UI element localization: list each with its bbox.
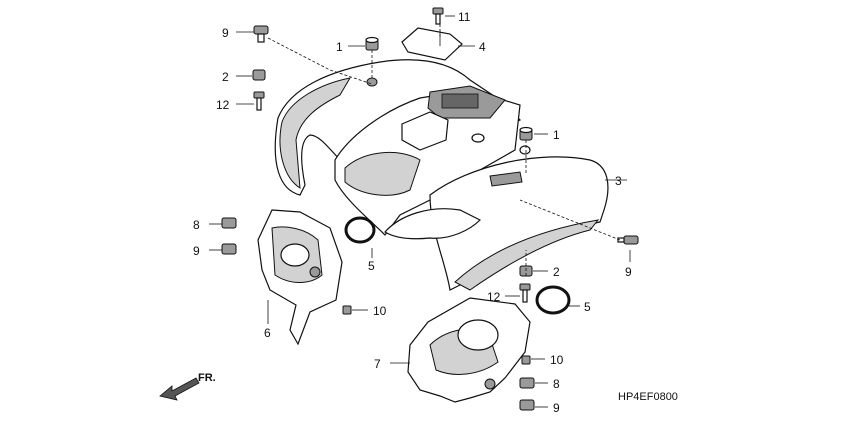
right-inner-panel <box>407 297 531 403</box>
callout-1-right: 1 <box>553 128 560 142</box>
cover-part <box>401 27 463 61</box>
direction-label: FR. <box>198 372 216 384</box>
screw-12-right <box>519 283 531 303</box>
callout-10-lower: 10 <box>550 353 564 367</box>
front-direction-arrow: FR. <box>159 372 216 401</box>
callout-9-top-left: 9 <box>222 26 229 40</box>
screw-12-left <box>253 91 265 111</box>
callout-5-upper: 5 <box>368 259 375 273</box>
screw-10-lower <box>521 355 531 365</box>
front-fender <box>274 59 609 291</box>
callout-3: 3 <box>615 174 622 188</box>
callout-9-lower: 9 <box>553 401 560 415</box>
callout-10-upper: 10 <box>373 304 387 318</box>
bolt-11 <box>432 7 444 25</box>
left-inner-panel <box>257 209 343 346</box>
clip-9-top-left <box>253 25 269 43</box>
clip-9-left <box>221 243 237 255</box>
screw-10-upper <box>342 305 352 315</box>
callout-9-right: 9 <box>625 265 632 279</box>
callout-2-left: 2 <box>222 70 229 84</box>
callout-8-left: 8 <box>193 218 200 232</box>
grommet-left <box>365 36 379 51</box>
clip-9-right <box>617 235 639 245</box>
callout-6: 6 <box>264 326 271 340</box>
nut-2-left <box>252 69 266 81</box>
clip-9-lower <box>519 399 535 411</box>
callout-5-lower: 5 <box>584 300 591 314</box>
callout-7: 7 <box>374 357 381 371</box>
callout-4: 4 <box>479 40 486 54</box>
callout-2-right: 2 <box>553 265 560 279</box>
grommet-right <box>519 126 533 141</box>
seal-ring-lower <box>535 285 571 315</box>
callout-12-right: 12 <box>487 290 501 304</box>
callout-11: 11 <box>458 10 471 24</box>
callout-12-left: 12 <box>216 98 230 112</box>
callout-8-lower: 8 <box>553 377 560 391</box>
clip-8-left <box>221 217 237 229</box>
clip-8-lower <box>519 377 535 389</box>
seal-ring-upper <box>344 216 376 244</box>
diagram-code: HP4EF0800 <box>618 391 678 403</box>
callout-9-left: 9 <box>193 244 200 258</box>
callout-1-left: 1 <box>336 40 343 54</box>
